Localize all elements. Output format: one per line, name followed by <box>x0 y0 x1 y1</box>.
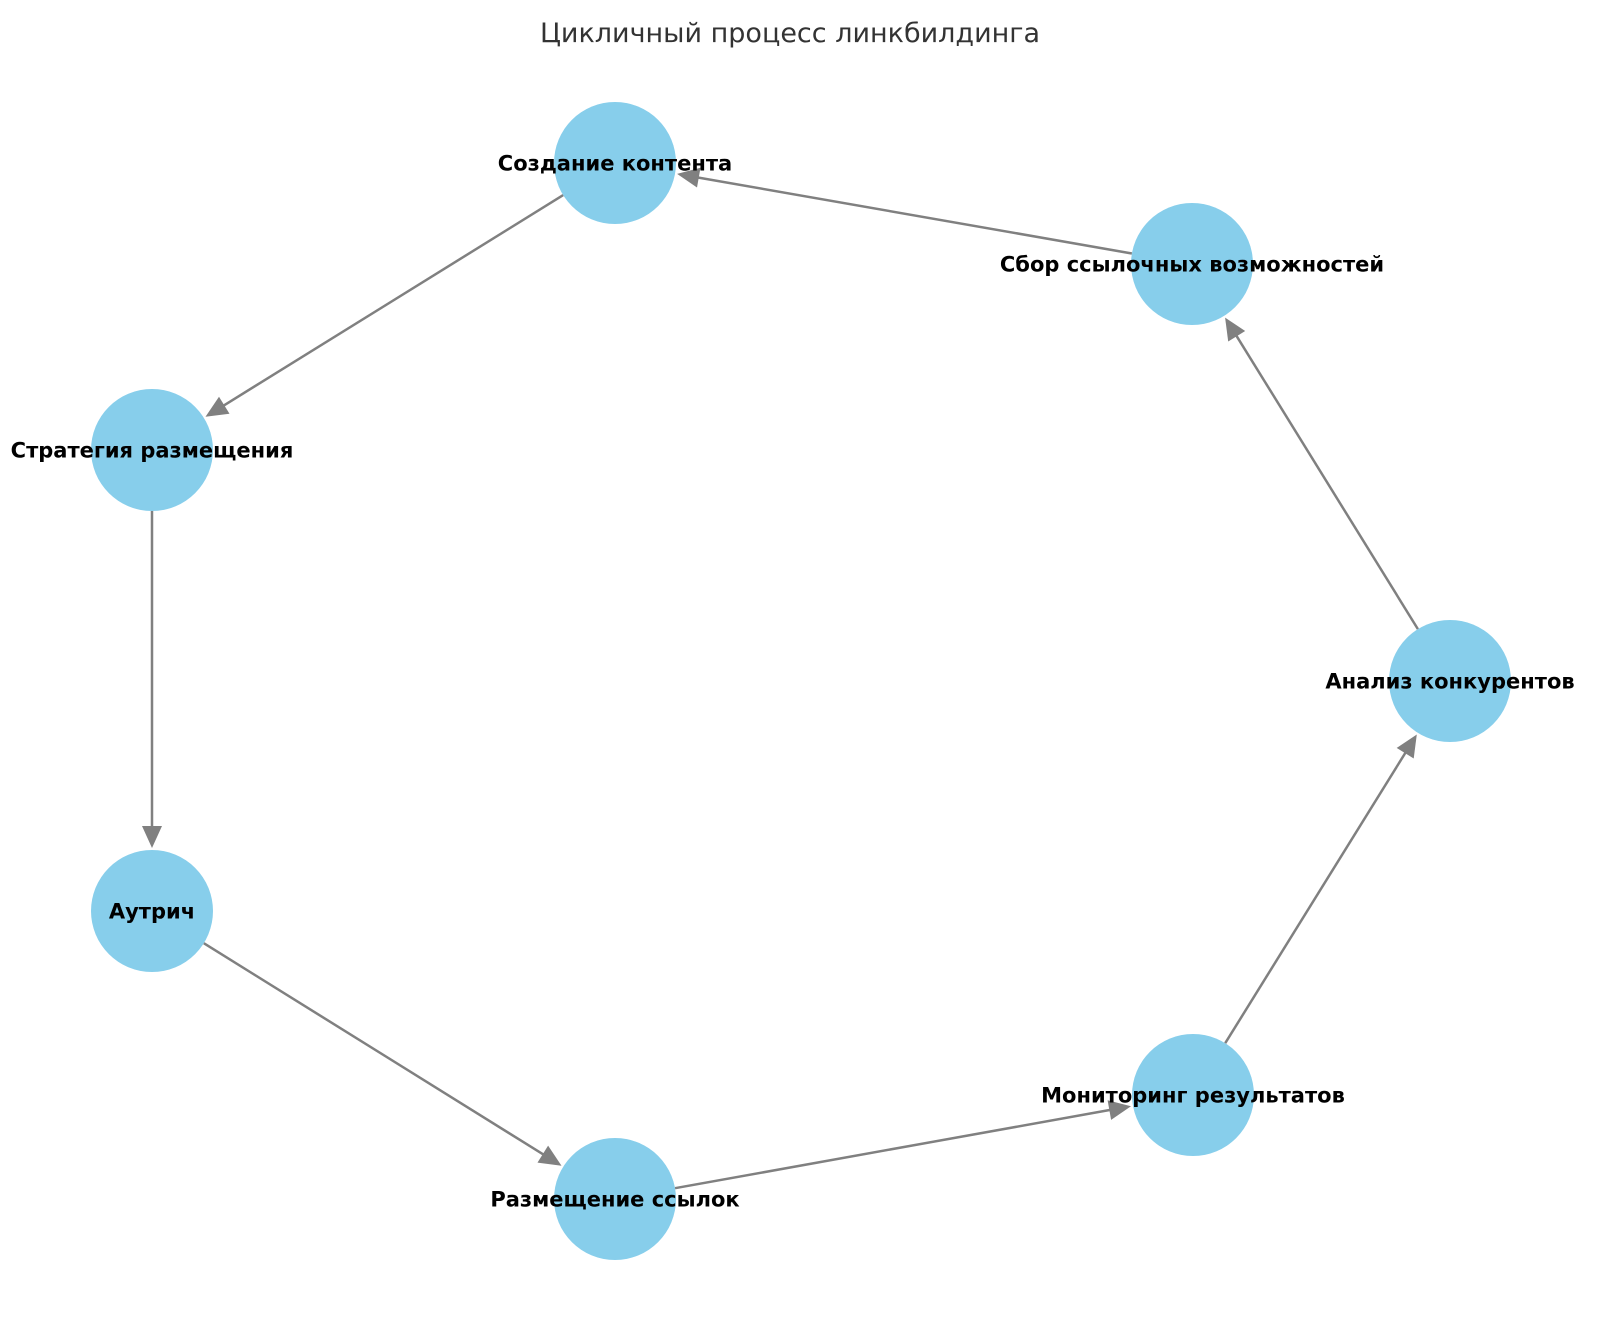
edge-razmeshchenie-ssylok--monitoring-rezultatov <box>674 1107 1116 1190</box>
arrowhead-strategiya-razmeshcheniya--autrich <box>142 826 162 848</box>
arrowhead-analiz-konkurentov--sbor-ssylochnyh-vozmozhnostey <box>1225 317 1246 342</box>
nodes-layer <box>91 102 1511 1260</box>
edge-monitoring-rezultatov--analiz-konkurentov <box>1224 747 1410 1044</box>
edge-autrich--razmeshchenie-ssylok <box>203 942 549 1159</box>
edge-sozdanie-kontenta--strategiya-razmeshcheniya <box>218 194 564 410</box>
node-label-strategiya-razmeshcheniya: Стратегия размещения <box>11 438 294 462</box>
node-sozdanie-kontenta <box>554 102 676 224</box>
node-label-monitoring-rezultatov: Мониторинг результатов <box>1041 1083 1345 1107</box>
arrowhead-monitoring-rezultatov--analiz-konkurentov <box>1396 734 1417 759</box>
arrowhead-sozdanie-kontenta--strategiya-razmeshcheniya <box>205 396 230 417</box>
edge-analiz-konkurentov--sbor-ssylochnyh-vozmozhnostey <box>1232 330 1419 630</box>
arrowhead-sbor-ssylochnyh-vozmozhnostey--sozdanie-kontenta <box>677 167 701 188</box>
node-label-analiz-konkurentov: Анализ конкурентов <box>1325 669 1574 693</box>
node-monitoring-rezultatov <box>1132 1034 1254 1156</box>
node-label-sbor-ssylochnyh-vozmozhnostey: Сбор ссылочных возможностей <box>1000 252 1384 276</box>
node-sbor-ssylochnyh-vozmozhnostey <box>1131 203 1253 325</box>
edge-sbor-ssylochnyh-vozmozhnostey--sozdanie-kontenta <box>692 175 1133 255</box>
node-autrich <box>91 850 213 972</box>
node-analiz-konkurentov <box>1389 620 1511 742</box>
node-label-sozdanie-kontenta: Создание контента <box>498 151 732 175</box>
node-razmeshchenie-ssylok <box>554 1138 676 1260</box>
node-label-razmeshchenie-ssylok: Размещение ссылок <box>490 1187 739 1211</box>
arrowhead-razmeshchenie-ssylok--monitoring-rezultatov <box>1107 1100 1131 1120</box>
node-strategiya-razmeshcheniya <box>91 389 213 511</box>
arrowhead-autrich--razmeshchenie-ssylok <box>537 1145 562 1166</box>
edges-layer <box>142 167 1419 1190</box>
node-label-autrich: Аутрич <box>109 899 195 923</box>
diagram-title: Цикличный процесс линкбилдинга <box>540 18 1040 49</box>
